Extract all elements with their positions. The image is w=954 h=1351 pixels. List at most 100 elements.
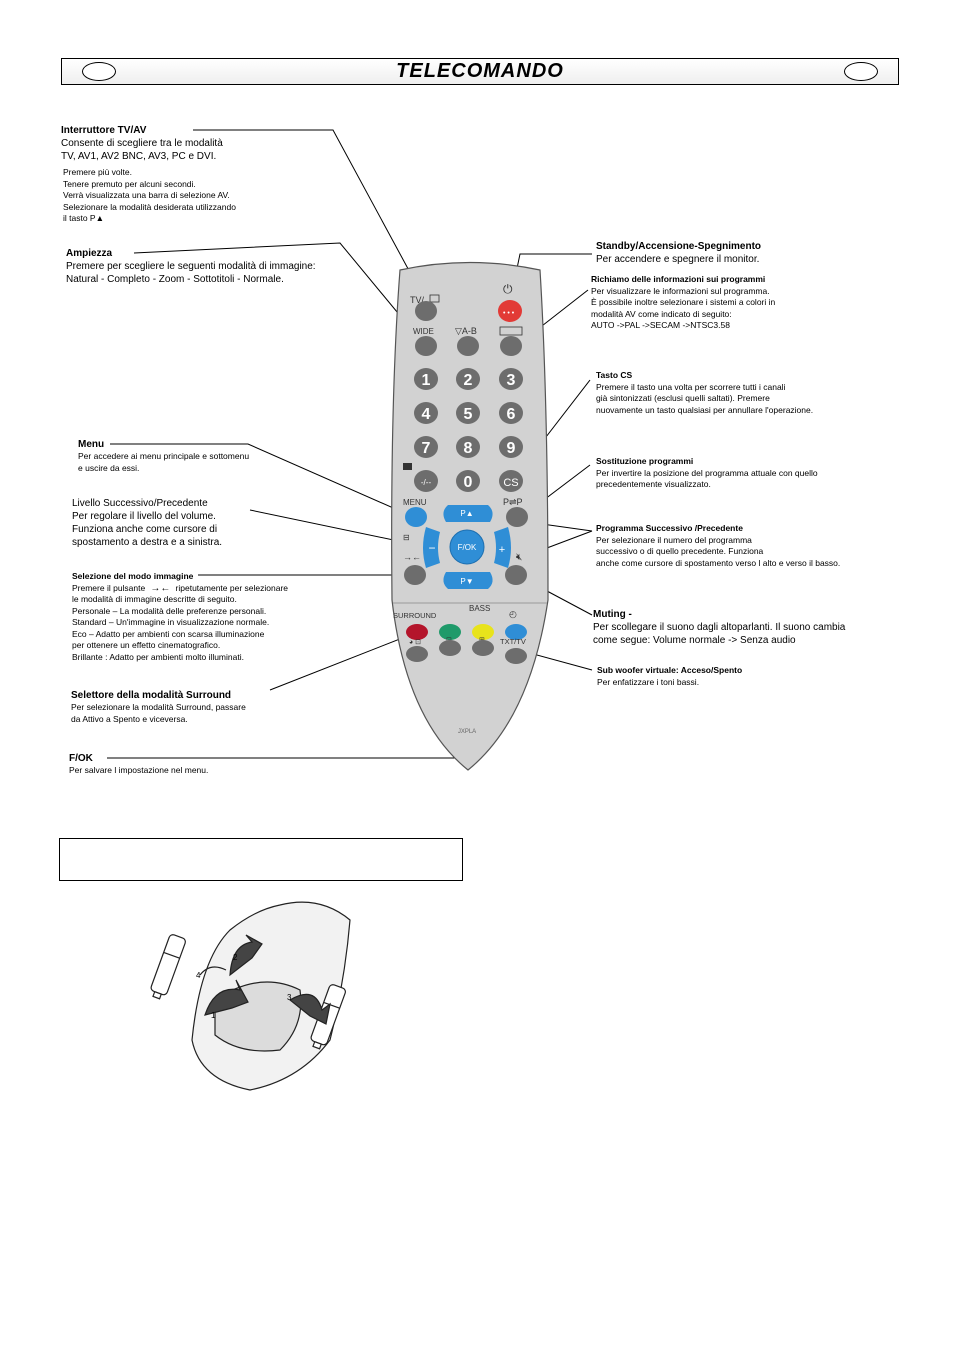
dash-button[interactable]	[414, 470, 438, 492]
modo-first-b: ripetutamente per selezionare	[175, 582, 289, 593]
model-label: JXPLA	[458, 729, 476, 735]
battery-left	[150, 934, 186, 1000]
annotation-tvav: Interruttore TV/AV Consente di scegliere…	[61, 124, 321, 225]
reveal-button[interactable]	[406, 646, 428, 662]
modo-line-1: le modalità di immagine descritte di seg…	[72, 594, 237, 604]
menu-line-1: Per accedere ai menu principale e sottom…	[78, 451, 250, 461]
surround-line-2: da Attivo a Spento e viceversa.	[71, 713, 188, 724]
digit-0-button[interactable]	[456, 470, 480, 492]
teletext-icon	[403, 463, 412, 470]
richiamo-title: Richiamo delle informazioni sui programm…	[591, 274, 766, 284]
swap-button[interactable]	[506, 507, 528, 527]
timer-icon: ◴	[509, 609, 517, 619]
tvav-note-4: Selezionare la modalità desiderata utili…	[63, 201, 236, 212]
cs-button[interactable]	[499, 470, 523, 492]
mute-button[interactable]	[505, 565, 527, 585]
title-bar: TELECOMANDO	[61, 58, 899, 85]
richiamo-line-2: È possibile inoltre selezionare i sistem…	[591, 297, 776, 307]
programma-line-2: successivo o di quello precedente. Funzi…	[596, 546, 764, 556]
leader-surround	[269, 634, 411, 691]
cs-label: CS	[503, 477, 518, 489]
ab-button[interactable]	[457, 336, 479, 356]
page-title: TELECOMANDO	[396, 60, 564, 82]
programma-title: Programma Successivo /Precedente	[596, 523, 743, 533]
green-button[interactable]	[439, 624, 461, 640]
standby-button[interactable]	[498, 300, 522, 322]
annotation-programma: Programma Successivo /Precedente Per sel…	[596, 523, 896, 569]
richiamo-line-3: modalità AV come indicato di seguito:	[591, 308, 732, 319]
size-button[interactable]	[472, 640, 494, 656]
surround-label: SURROUND	[393, 611, 437, 620]
digit-1-button[interactable]	[414, 368, 438, 390]
digit-6-label: 6	[507, 406, 516, 423]
annotation-ampiezza: Ampiezza Premere per scegliere le seguen…	[66, 247, 366, 286]
digit-0-label: 0	[464, 474, 473, 491]
info-button[interactable]	[500, 336, 522, 356]
battery-step-labels: 1 2 3 4	[196, 953, 292, 1020]
digit-5-label: 5	[464, 406, 473, 423]
p-up-label: P▲	[460, 509, 473, 518]
digit-4-button[interactable]	[414, 402, 438, 424]
digit-6-button[interactable]	[499, 402, 523, 424]
cs-title: Tasto CS	[596, 370, 633, 380]
digit-7-button[interactable]	[414, 436, 438, 458]
tvav-line-2: TV, AV1, AV2 BNC, AV3, PC e DVI.	[61, 151, 217, 162]
tvav-button[interactable]	[415, 301, 437, 321]
annotation-fok: F/OK Per salvare l impostazione nel menu…	[69, 752, 269, 777]
text-icon: ⊟	[403, 533, 410, 542]
wide-label: WIDE	[413, 327, 434, 336]
vol-down-button[interactable]	[423, 527, 440, 568]
digit-8-button[interactable]	[456, 436, 480, 458]
reveal-icon: ◕ ⊡	[409, 639, 421, 646]
cs-line-1: Premere il tasto una volta per scorrere …	[596, 381, 786, 392]
digit-2-button[interactable]	[456, 368, 480, 390]
modo-first-line: Premere il pulsante →← ripetutamente per…	[72, 583, 322, 595]
vol-up-button[interactable]	[494, 527, 511, 568]
digit-5-button[interactable]	[456, 402, 480, 424]
step-3-label: 3	[287, 993, 292, 1002]
annotation-muting: Muting - Per scollegare il suono dagli a…	[593, 608, 893, 647]
surround-button[interactable]	[406, 624, 428, 640]
digit-9-button[interactable]	[499, 436, 523, 458]
tvav-label: TV/	[410, 295, 425, 305]
blue-button[interactable]	[505, 624, 527, 640]
fok-label: F/OK	[458, 543, 477, 552]
fok-line-1: Per salvare l impostazione nel menu.	[69, 765, 209, 775]
modo-first-a: Premere il pulsante	[72, 582, 146, 593]
standby-line-1: Per accendere e spegnere il monitor.	[596, 254, 760, 265]
picture-mode-button[interactable]	[404, 565, 426, 585]
annotation-sostituzione: Sostituzione programmi Per invertire la …	[596, 456, 886, 491]
fok-button[interactable]	[449, 529, 485, 565]
bass-button[interactable]	[472, 624, 494, 640]
muting-line-2: come segue: Volume normale -> Senza audi…	[593, 635, 796, 646]
battery-diagram	[150, 901, 351, 1091]
ampiezza-title: Ampiezza	[66, 248, 113, 259]
programma-line-1: Per selezionare il numero del programma	[596, 534, 752, 545]
step-1-label: 1	[211, 1011, 216, 1020]
livello-line-3: Funziona anche come cursore di	[72, 524, 218, 535]
digit-3-button[interactable]	[499, 368, 523, 390]
wide-button[interactable]	[415, 336, 437, 356]
hold-button[interactable]	[439, 640, 461, 656]
modo-title: Selezione del modo immagine	[72, 571, 194, 581]
txt-button[interactable]	[505, 648, 527, 664]
muting-title: Muting -	[593, 609, 632, 620]
digit-1-label: 1	[422, 372, 431, 389]
step-2-label: 2	[233, 953, 238, 962]
info-icon	[499, 326, 523, 336]
menu-label: MENU	[403, 498, 427, 507]
annotation-surround: Selettore della modalità Surround Per se…	[71, 689, 291, 725]
p-up-button[interactable]	[443, 505, 493, 522]
tvav-note-3: Verrà visualizzata una barra di selezion…	[63, 190, 230, 200]
digit-9-label: 9	[507, 440, 516, 457]
modo-line-6: Brillante : Adatto per ambienti molto il…	[72, 651, 244, 662]
tvav-note-5: il tasto P▲	[63, 213, 105, 223]
arrow-step-4	[199, 966, 227, 976]
p-down-button[interactable]	[443, 572, 493, 589]
annotation-modo-immagine: Selezione del modo immagine Premere il p…	[72, 571, 322, 663]
surround-line-1: Per selezionare la modalità Surround, pa…	[71, 702, 246, 712]
modo-line-4: Eco – Adatto per ambienti con scarsa ill…	[72, 628, 265, 639]
menu-button[interactable]	[405, 507, 427, 527]
menu-line-2: e uscire da essi.	[78, 462, 140, 473]
